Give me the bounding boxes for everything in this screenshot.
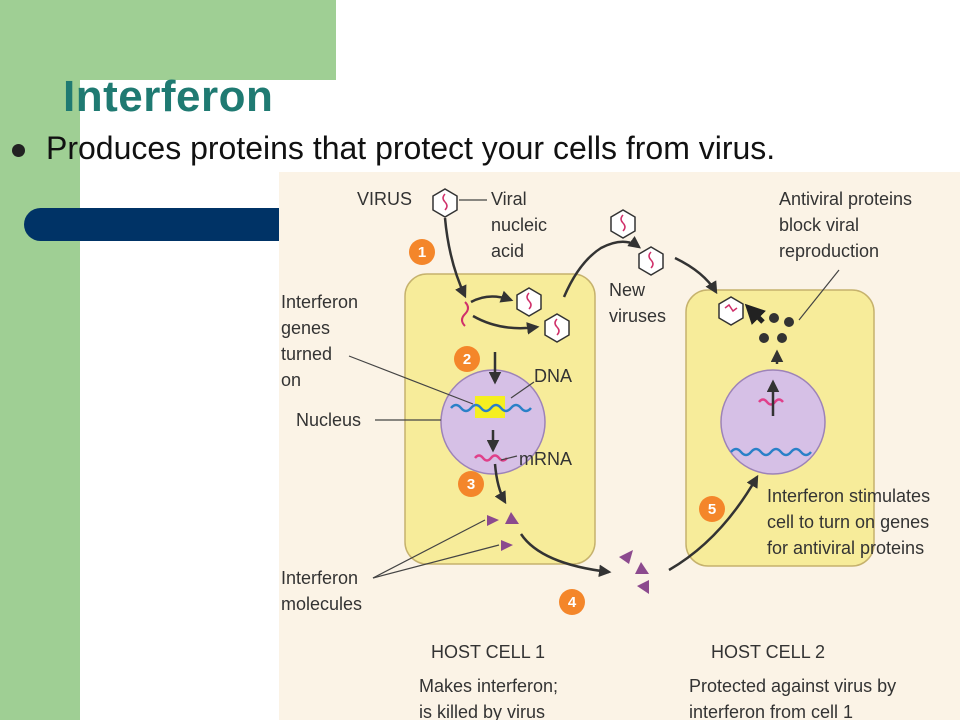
svg-text:Protected against virus by: Protected against virus by: [689, 676, 896, 696]
svg-text:block viral: block viral: [779, 215, 859, 235]
svg-text:nucleic: nucleic: [491, 215, 547, 235]
interferon-gene-highlight: [475, 396, 505, 418]
host-cell-1-label: HOST CELL 1: [431, 642, 545, 662]
svg-text:genes: genes: [281, 318, 330, 338]
svg-text:is killed by virus: is killed by virus: [419, 702, 545, 720]
svg-text:1: 1: [418, 244, 426, 261]
interferon-molecule-icons: [487, 512, 649, 594]
host-cell-2-caption: Protected against virus by interferon fr…: [689, 676, 896, 720]
svg-text:interferon from cell 1: interferon from cell 1: [689, 702, 853, 720]
svg-text:3: 3: [467, 476, 475, 493]
host-cell-1-caption: Makes interferon; is killed by virus: [419, 676, 558, 720]
step-badge-4: 4: [559, 589, 585, 615]
nucleus-cell-2: [720, 369, 826, 475]
svg-text:2: 2: [463, 351, 471, 368]
mrna-strand-cell-2: [758, 398, 784, 406]
svg-text:New: New: [609, 280, 646, 300]
interferon-genes-label: Interferon genes turned on: [281, 292, 358, 390]
svg-text:4: 4: [568, 594, 577, 611]
bullet-item: Produces proteins that protect your cell…: [12, 130, 775, 167]
svg-text:molecules: molecules: [281, 594, 362, 614]
viral-nucleic-acid-icon: [461, 301, 469, 327]
svg-text:turned: turned: [281, 344, 332, 364]
svg-text:Viral: Viral: [491, 189, 527, 209]
new-virus-icon: [544, 313, 570, 343]
svg-text:for antiviral proteins: for antiviral proteins: [767, 538, 924, 558]
host-cell-2-label: HOST CELL 2: [711, 642, 825, 662]
dna-strand-cell-1: [450, 403, 532, 413]
step-badge-3: 3: [458, 471, 484, 497]
svg-text:Makes interferon;: Makes interferon;: [419, 676, 558, 696]
svg-text:Interferon stimulates: Interferon stimulates: [767, 486, 930, 506]
rounded-content-corner: [80, 80, 336, 120]
bullet-dot-icon: [12, 144, 25, 157]
svg-text:cell to turn on genes: cell to turn on genes: [767, 512, 929, 532]
svg-text:reproduction: reproduction: [779, 241, 879, 261]
step-badge-1: 1: [409, 239, 435, 265]
green-side-bar: [0, 80, 80, 720]
antiviral-protein-dots: [759, 313, 794, 343]
slide-title: Interferon: [63, 72, 274, 121]
virus-label: VIRUS: [357, 189, 412, 209]
svg-text:Interferon: Interferon: [281, 568, 358, 588]
blocked-virus-icon: [718, 296, 744, 326]
svg-text:viruses: viruses: [609, 306, 666, 326]
svg-text:Interferon: Interferon: [281, 292, 358, 312]
nucleus-label: Nucleus: [296, 410, 361, 430]
viral-nucleic-acid-label: Viral nucleic acid: [491, 189, 547, 261]
step-badge-2: 2: [454, 346, 480, 372]
antiviral-proteins-label: Antiviral proteins block viral reproduct…: [779, 189, 912, 261]
virus-icon: [432, 188, 458, 218]
mrna-label: mRNA: [519, 449, 572, 469]
interferon-stimulates-label: Interferon stimulates cell to turn on ge…: [767, 486, 930, 558]
svg-text:5: 5: [708, 501, 716, 518]
bullet-text: Produces proteins that protect your cell…: [46, 130, 776, 166]
dna-label: DNA: [534, 366, 572, 386]
step-badge-5: 5: [699, 496, 725, 522]
interferon-diagram: 1 2 3 4 5 VIRUS Viral nucleic acid Antiv…: [279, 172, 960, 720]
interferon-molecules-label: Interferon molecules: [281, 568, 362, 614]
svg-text:on: on: [281, 370, 301, 390]
blue-accent-bar: [24, 208, 286, 241]
new-virus-icon: [516, 287, 542, 317]
dna-strand-cell-2: [730, 447, 812, 457]
svg-text:acid: acid: [491, 241, 524, 261]
new-virus-icon: [638, 246, 664, 276]
new-virus-icon: [610, 209, 636, 239]
block-arrow: [744, 303, 766, 325]
green-header-block: [0, 0, 336, 80]
new-viruses-label: New viruses: [609, 280, 666, 326]
svg-text:Antiviral proteins: Antiviral proteins: [779, 189, 912, 209]
nucleus-cell-1: [440, 369, 546, 475]
